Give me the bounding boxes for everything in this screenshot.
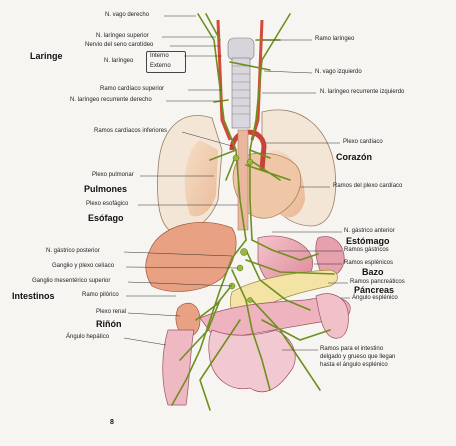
label-ramo-cardiaco-superior: Ramo cardíaco superior xyxy=(100,86,164,93)
label-ramo-laringeo: Ramo laríngeo xyxy=(315,36,354,43)
label-ramo-pilorico: Ramo pilórico xyxy=(82,292,119,299)
label-n-vago-derecho: N. vago derecho xyxy=(105,12,149,19)
label-ramos-cardiacos-inferiores: Ramos cardíacos inferiores xyxy=(94,128,167,135)
label-plexo-renal: Plexo renal xyxy=(96,309,126,316)
small-intestine xyxy=(209,330,296,392)
label-externo: Externo xyxy=(150,63,171,70)
label-ramos-gastricos: Ramos gástricos xyxy=(344,247,389,254)
label-ramos-intestino-line2: delgado y grueso que llegan xyxy=(320,354,395,361)
organ-label-estomago: Estómago xyxy=(346,236,390,246)
label-ganglio-mesenterico-superior: Ganglio mesentérico superior xyxy=(32,278,110,285)
label-n-gastrico-posterior: N. gástrico posterior xyxy=(46,248,100,255)
organ-label-pulmones: Pulmones xyxy=(84,184,127,194)
organ-label-corazon: Corazón xyxy=(336,152,372,162)
organ-label-laringe: Laringe xyxy=(30,51,63,61)
label-ganglio-plexo-celiaco: Ganglio y plexo celíaco xyxy=(52,263,114,270)
organ-label-rinon: Riñón xyxy=(96,319,122,329)
label-n-laringeo-superior: N. laríngeo superior xyxy=(96,33,149,40)
trachea xyxy=(232,58,250,128)
label-n-laringeo-recurrente-izquierdo: N. laríngeo recurrente izquierdo xyxy=(320,89,404,96)
label-ramos-intestino-line3: hasta el ángulo esplénico xyxy=(320,362,388,369)
organ-label-esofago: Esófago xyxy=(88,213,124,223)
organ-label-bazo: Bazo xyxy=(362,267,384,277)
label-n-vago-izquierdo: N. vago izquierdo xyxy=(315,69,362,76)
label-ramos-intestino-line1: Ramos para el intestino xyxy=(320,346,383,353)
label-n-laringeo: N. laríngeo xyxy=(104,58,133,65)
page-marker: 8 xyxy=(110,419,114,426)
label-angulo-hepatico: Ángulo hepático xyxy=(66,334,109,341)
label-plexo-esofagico: Plexo esofágico xyxy=(86,201,128,208)
label-interno: Interno xyxy=(150,53,169,60)
organ-label-intestinos: Intestinos xyxy=(12,291,55,301)
label-ramos-plexo-cardiaco: Ramos del plexo cardíaco xyxy=(333,183,402,190)
larynx-cartilage xyxy=(228,38,254,60)
label-ramos-esplenicos: Ramos esplénicos xyxy=(344,260,393,267)
label-plexo-pulmonar: Plexo pulmonar xyxy=(92,172,134,179)
organ-label-pancreas: Páncreas xyxy=(354,285,394,295)
label-angulo-esplenico: Ángulo esplénico xyxy=(352,295,398,302)
label-n-laringeo-recurrente-derecho: N. laríngeo recurrente derecho xyxy=(70,97,152,104)
label-plexo-cardiaco: Plexo cardíaco xyxy=(343,139,383,146)
label-n-gastrico-anterior: N. gástrico anterior xyxy=(344,228,395,235)
label-nervio-seno-carotideo: Nervio del seno carotídeo xyxy=(85,42,153,49)
